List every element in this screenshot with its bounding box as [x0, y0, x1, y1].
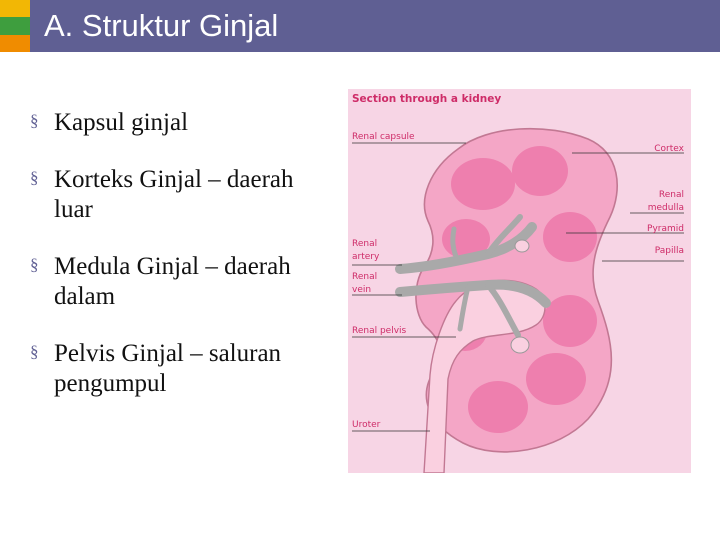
- label-renal-artery-1: Renal: [352, 239, 377, 249]
- leader-lines: [352, 142, 684, 432]
- pyramid: [543, 212, 597, 262]
- accent-yellow: [0, 0, 30, 17]
- kidney-illustration: Section through a kidney Renal capsule C…: [352, 93, 685, 473]
- pyramid: [451, 158, 515, 210]
- label-cortex: Cortex: [654, 144, 684, 154]
- bullet-item: § Pelvis Ginjal – saluran pengumpul: [30, 339, 335, 399]
- accent-orange: [0, 35, 30, 52]
- bullet-item: § Kapsul ginjal: [30, 108, 335, 138]
- bullet-list: § Kapsul ginjal § Korteks Ginjal – daera…: [30, 108, 335, 426]
- bullet-text: Pelvis Ginjal – saluran pengumpul: [54, 340, 282, 397]
- label-pyramid: Pyramid: [647, 224, 684, 234]
- label-renal-artery-2: artery: [352, 252, 380, 262]
- renal-vessels: [395, 214, 551, 338]
- bullet-text: Kapsul ginjal: [54, 109, 189, 136]
- label-renal-capsule: Renal capsule: [352, 132, 415, 142]
- label-renal-pelvis: Renal pelvis: [352, 326, 407, 336]
- square-bullet-icon: §: [30, 111, 39, 130]
- label-renal-vein-1: Renal: [352, 272, 377, 282]
- title-bar: A. Struktur Ginjal: [0, 0, 720, 52]
- accent-green: [0, 17, 30, 35]
- figure-heading: Section through a kidney: [352, 93, 501, 105]
- pyramid: [468, 381, 528, 433]
- bullet-text: Korteks Ginjal – daerah luar: [54, 166, 294, 223]
- label-papilla: Papilla: [655, 246, 684, 256]
- square-bullet-icon: §: [30, 168, 39, 187]
- square-bullet-icon: §: [30, 342, 39, 361]
- pyramid: [512, 146, 568, 196]
- kidney-figure: Section through a kidney Renal capsule C…: [348, 89, 691, 473]
- slide-title: A. Struktur Ginjal: [44, 8, 279, 43]
- label-renal-medulla-1: Renal: [659, 190, 684, 200]
- bullet-item: § Medula Ginjal – daerah dalam: [30, 252, 335, 312]
- papilla-dot: [514, 239, 530, 253]
- bullet-item: § Korteks Ginjal – daerah luar: [30, 165, 335, 225]
- papilla-dot: [510, 336, 530, 354]
- pyramid: [526, 353, 586, 405]
- label-renal-medulla-2: medulla: [648, 203, 684, 213]
- bullet-text: Medula Ginjal – daerah dalam: [54, 253, 291, 310]
- pyramid: [543, 295, 597, 347]
- label-renal-vein-2: vein: [352, 285, 371, 295]
- square-bullet-icon: §: [30, 255, 39, 274]
- label-ureter: Uroter: [352, 420, 381, 430]
